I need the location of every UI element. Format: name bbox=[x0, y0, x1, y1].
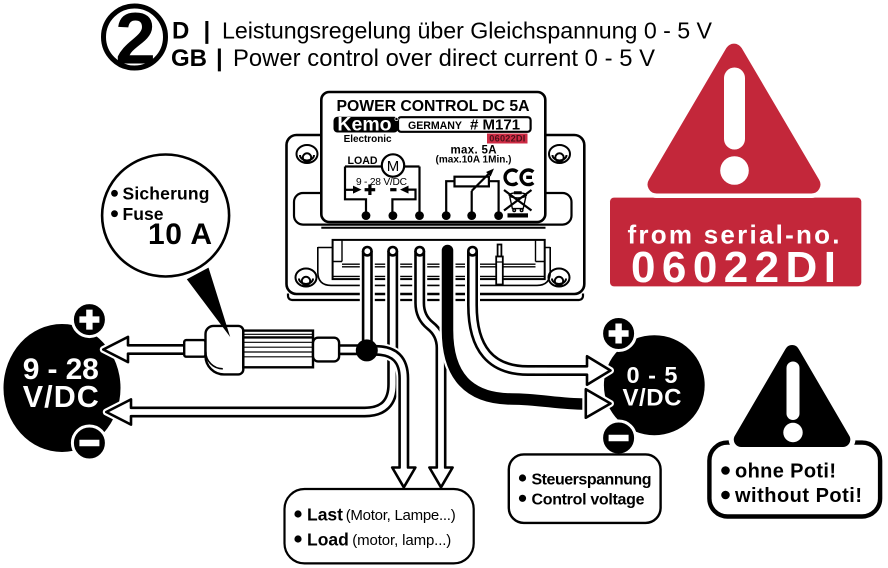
svg-text:06022DI: 06022DI bbox=[631, 243, 836, 292]
svg-text:(max.10A 1Min.): (max.10A 1Min.) bbox=[436, 155, 512, 166]
svg-text:0 - 5: 0 - 5 bbox=[627, 362, 678, 388]
svg-text:(Motor, Lampe...): (Motor, Lampe...) bbox=[346, 507, 456, 524]
svg-text:ohne Poti!: ohne Poti! bbox=[735, 461, 836, 483]
svg-text:9 - 28 V/DC: 9 - 28 V/DC bbox=[356, 177, 407, 188]
svg-text:2: 2 bbox=[115, 0, 156, 80]
svg-text:V/DC: V/DC bbox=[623, 385, 682, 412]
svg-text:Load: Load bbox=[307, 529, 349, 549]
svg-text:Kemo: Kemo bbox=[337, 114, 391, 136]
svg-text:Control voltage: Control voltage bbox=[532, 492, 645, 509]
svg-text:D: D bbox=[172, 18, 189, 45]
svg-text:from serial-no.: from serial-no. bbox=[628, 220, 840, 250]
svg-text:without Poti!: without Poti! bbox=[734, 485, 862, 507]
svg-text:Last: Last bbox=[307, 505, 343, 525]
svg-text:Electronic: Electronic bbox=[344, 134, 392, 145]
svg-text:Fuse: Fuse bbox=[123, 204, 164, 224]
svg-text:# M171: # M171 bbox=[470, 117, 520, 134]
svg-text:LOAD: LOAD bbox=[348, 155, 378, 167]
svg-text:9 - 28: 9 - 28 bbox=[23, 353, 99, 386]
svg-text:Steuerspannung: Steuerspannung bbox=[532, 471, 652, 488]
svg-text:10 A: 10 A bbox=[148, 218, 212, 251]
svg-text:GB: GB bbox=[171, 45, 207, 72]
svg-text:06022DI: 06022DI bbox=[489, 134, 525, 144]
svg-text:Power control over direct curr: Power control over direct current 0 - 5 … bbox=[233, 45, 655, 72]
svg-text:V/DC: V/DC bbox=[23, 380, 99, 414]
svg-text:|: | bbox=[204, 18, 211, 45]
svg-text:POWER CONTROL DC 5A: POWER CONTROL DC 5A bbox=[337, 98, 530, 115]
svg-text:|: | bbox=[216, 45, 223, 72]
svg-text:(motor, lamp...): (motor, lamp...) bbox=[352, 532, 451, 549]
svg-text:GERMANY: GERMANY bbox=[408, 120, 462, 132]
svg-text:Leistungsregelung über Gleichs: Leistungsregelung über Gleichspannung 0 … bbox=[222, 18, 713, 44]
svg-text:max. 5A: max. 5A bbox=[451, 145, 497, 157]
svg-text:Sicherung: Sicherung bbox=[123, 184, 210, 204]
svg-text:M: M bbox=[387, 158, 400, 175]
